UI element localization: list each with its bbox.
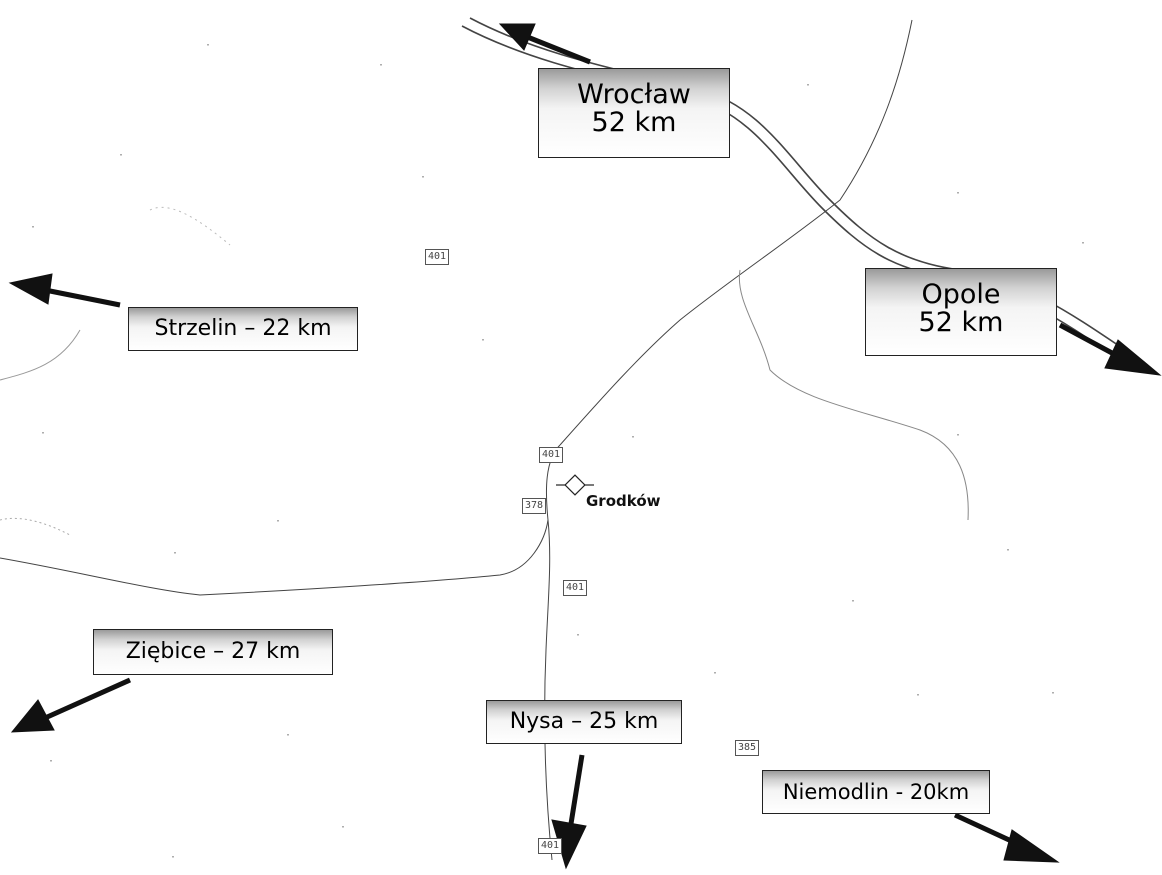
map-place-dot: · (118, 150, 126, 161)
map-place-dot: · (275, 516, 283, 527)
map-place-dot: · (915, 690, 923, 701)
arrow-opole (1104, 339, 1162, 376)
map-place-dot: · (170, 852, 178, 863)
destination-label-ziebice: Ziębice – 27 km (93, 629, 333, 675)
destination-distance: 52 km (918, 307, 1004, 339)
map-place-dot: · (285, 730, 293, 741)
map-place-dot: · (850, 596, 858, 607)
destination-text: Ziębice – 27 km (125, 639, 301, 664)
destination-name: Opole (921, 279, 1001, 310)
destination-name: Wrocław (577, 79, 691, 110)
destination-text: Nysa – 25 km (509, 709, 659, 734)
map-place-dot: · (48, 756, 56, 767)
arrow-ziebice (10, 699, 55, 733)
road-number-shield: 385 (735, 740, 760, 756)
destination-label-niemodlin: Niemodlin - 20km (762, 770, 990, 814)
destination-distance: 52 km (591, 107, 677, 139)
map-place-dot: · (1005, 545, 1013, 556)
road-number-shield: 401 (539, 447, 564, 463)
map-place-dot: · (40, 428, 48, 439)
map-place-dot: · (172, 548, 180, 559)
destination-label-wroclaw: Wrocław 52 km (538, 68, 730, 158)
road-number-shield: 401 (563, 580, 588, 596)
map-place-dot: · (30, 222, 38, 233)
destination-text: Strzelin – 22 km (154, 316, 332, 341)
center-city-label: Grodków (586, 492, 661, 510)
map-place-dot: · (378, 60, 386, 71)
map-place-dot: · (955, 188, 963, 199)
map-place-dot: · (420, 172, 428, 183)
arrow-niemodlin (1003, 829, 1060, 863)
road-number-shield: 401 (538, 838, 563, 854)
map-place-dot: · (805, 80, 813, 91)
road-number-shield: 378 (522, 498, 547, 514)
map-place-dot: · (480, 335, 488, 346)
map-place-dot: · (1080, 238, 1088, 249)
map-place-dot: · (340, 822, 348, 833)
map-place-dot: · (205, 40, 213, 51)
grodkow-marker (556, 474, 594, 496)
map-place-dot: · (955, 430, 963, 441)
map-place-dot: · (712, 668, 720, 679)
road-401-north (559, 19, 913, 446)
map-place-dot: · (630, 432, 638, 443)
river (738, 269, 969, 521)
destination-label-opole: Opole 52 km (865, 268, 1057, 356)
destination-label-nysa: Nysa – 25 km (486, 700, 682, 744)
destination-label-strzelin: Strzelin – 22 km (128, 307, 358, 351)
map-place-dot: · (1050, 688, 1058, 699)
destination-text: Niemodlin - 20km (782, 780, 970, 804)
map-place-dot: · (575, 630, 583, 641)
road-number-shield: 401 (425, 249, 450, 265)
road-west (0, 519, 549, 596)
arrow-wroclaw (498, 23, 536, 51)
arrow-strzelin (8, 273, 53, 305)
road-401-south (544, 444, 561, 861)
